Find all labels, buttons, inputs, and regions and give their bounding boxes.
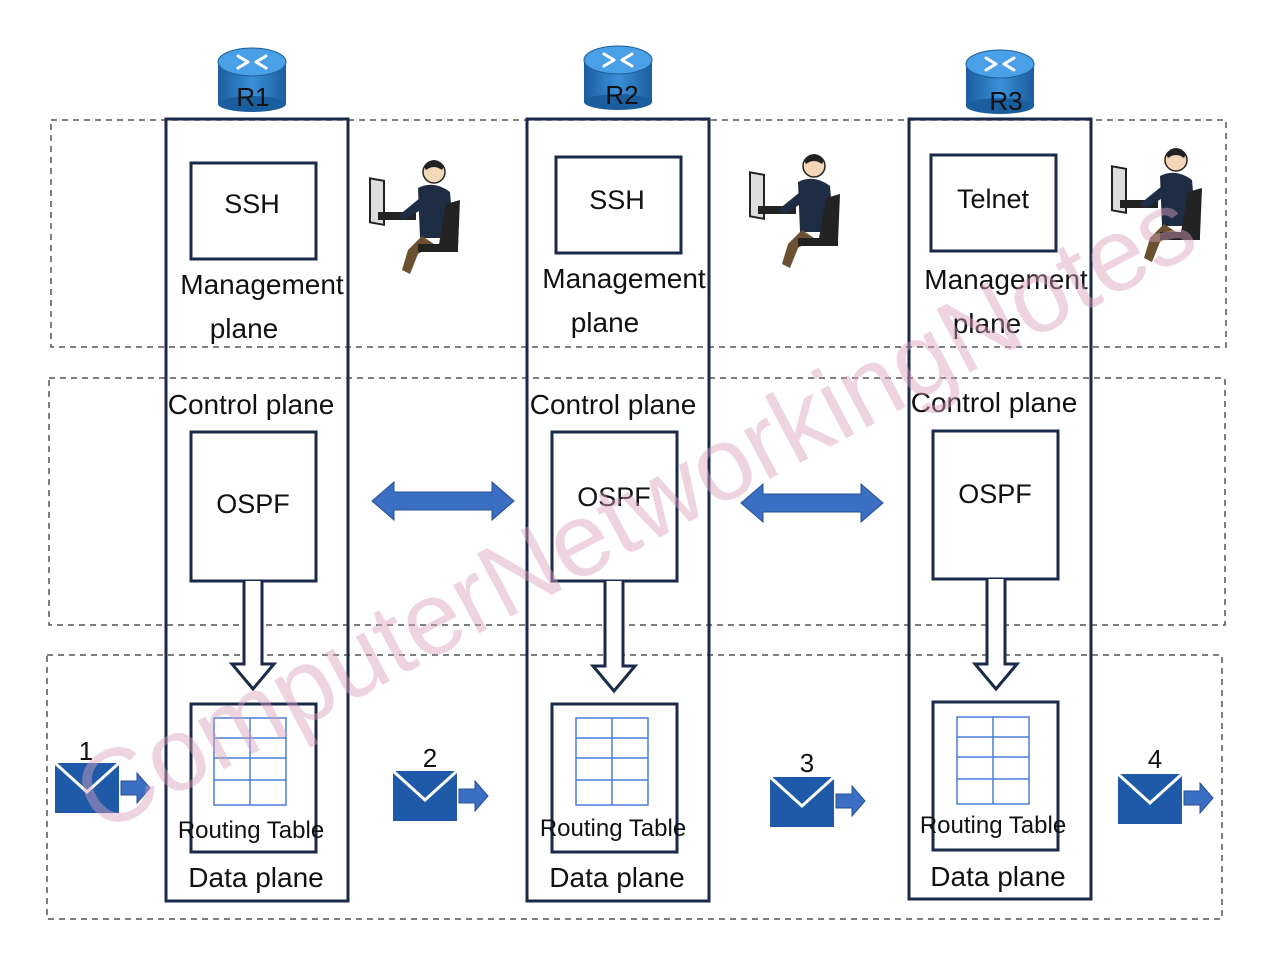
router-r2-mgmt-label-2: plane xyxy=(571,307,640,338)
router-r2-mgmt-box xyxy=(554,155,683,255)
router-r3-table-label: Routing Table xyxy=(920,812,1066,839)
router-r2-control-label: Control plane xyxy=(530,389,697,420)
router-r3: R3 Telnet Management plane Control plane… xyxy=(907,49,1093,901)
router-r3-table-box xyxy=(931,700,1060,852)
router-r2-frame xyxy=(525,117,711,903)
router-r1-data-label: Data plane xyxy=(188,862,323,893)
envelope-icon xyxy=(53,761,151,813)
admin-user-icon-3 xyxy=(1111,148,1202,262)
router-r1-ospf-box xyxy=(189,430,318,583)
router-r1-table-box xyxy=(189,702,318,854)
packet-4-label: 4 xyxy=(1148,744,1162,774)
router-r2-name: R2 xyxy=(605,80,638,110)
packet-3-label: 3 xyxy=(800,748,814,778)
router-r2: R2 SSH Management plane Control plane OS… xyxy=(525,45,711,903)
router-r2-ospf: OSPF xyxy=(577,482,651,512)
router-r2-table-box xyxy=(550,702,679,854)
data-plane-band xyxy=(46,654,1223,920)
envelope-icon xyxy=(768,775,866,827)
packet-1-label: 1 xyxy=(79,736,93,766)
router-r2-mgmt-label-1: Management xyxy=(542,263,706,294)
ospf-exchange-arrow-r2-r3 xyxy=(740,482,884,524)
router-r2-data-label: Data plane xyxy=(549,862,684,893)
router-r2-mgmt-protocol: SSH xyxy=(589,185,645,215)
packet-1: 1 xyxy=(53,736,151,813)
router-r3-table-grid-icon xyxy=(956,716,1030,805)
router-r1: R1 SSH Management plane Control plane OS… xyxy=(164,47,350,903)
control-plane-band xyxy=(48,377,1226,626)
router-r3-icon xyxy=(965,49,1035,114)
router-r1-mgmt-label-1: Management xyxy=(180,269,344,300)
router-r3-mgmt-box xyxy=(929,153,1058,253)
router-r2-icon xyxy=(583,45,653,110)
packet-3: 3 xyxy=(768,748,866,827)
router-r1-down-arrow xyxy=(228,581,278,692)
admin-user-icon-2 xyxy=(749,154,840,268)
router-r1-mgmt-label-2: plane xyxy=(210,313,279,344)
router-r2-table-grid-icon xyxy=(575,717,649,806)
router-r1-mgmt-protocol: SSH xyxy=(224,189,280,219)
router-r2-down-arrow xyxy=(589,581,639,694)
admin-user-icon-1 xyxy=(369,160,460,274)
router-r1-name: R1 xyxy=(236,82,269,112)
router-r1-ospf: OSPF xyxy=(216,489,290,519)
ospf-exchange-arrow-r1-r2 xyxy=(371,480,515,522)
router-r3-control-label: Control plane xyxy=(911,387,1078,418)
router-r2-ospf-box xyxy=(550,430,679,583)
router-r1-frame xyxy=(164,117,350,903)
router-r1-icon xyxy=(217,47,287,112)
router-r1-table-label: Routing Table xyxy=(178,817,324,844)
router-r3-name: R3 xyxy=(989,86,1022,116)
router-r1-control-label: Control plane xyxy=(168,389,335,420)
router-r3-down-arrow xyxy=(971,579,1021,692)
router-r3-data-label: Data plane xyxy=(930,861,1065,892)
envelope-icon xyxy=(391,769,489,821)
router-r3-mgmt-protocol: Telnet xyxy=(957,184,1030,214)
router-r1-table-grid-icon xyxy=(213,717,287,806)
packet-2-label: 2 xyxy=(423,743,437,773)
router-r2-table-label: Routing Table xyxy=(540,815,686,842)
router-r3-ospf-box xyxy=(931,429,1060,581)
router-r3-ospf: OSPF xyxy=(958,479,1032,509)
packet-2: 2 xyxy=(391,743,489,821)
router-r3-mgmt-label-1: Management xyxy=(924,264,1088,295)
envelope-icon xyxy=(1116,772,1214,824)
router-r3-frame xyxy=(907,117,1093,901)
router-r1-mgmt-box xyxy=(189,161,318,261)
packet-4: 4 xyxy=(1116,744,1214,824)
router-r3-mgmt-label-2: plane xyxy=(953,308,1022,339)
